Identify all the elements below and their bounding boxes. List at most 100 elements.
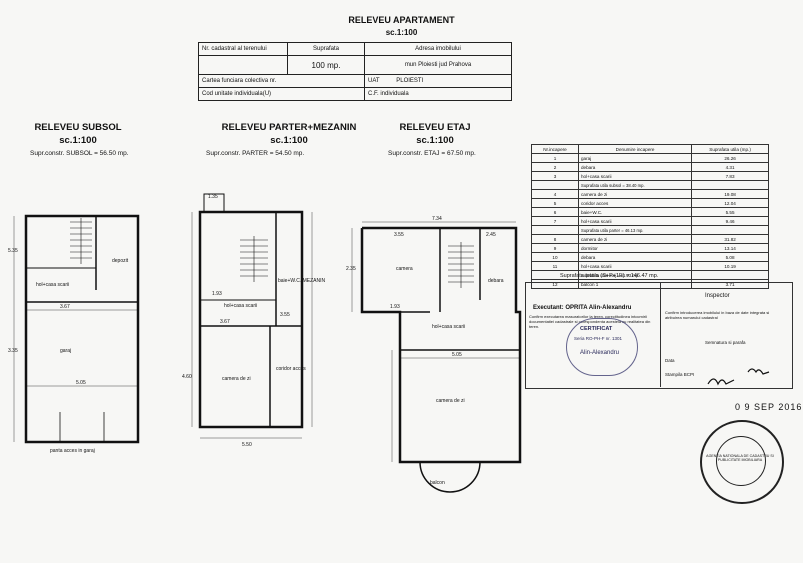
parter-dim-1: 1.35	[208, 194, 218, 200]
inspector-label: Inspector	[705, 293, 730, 299]
area-cell-denumire: dormitor	[577, 243, 693, 253]
area-header-suprafata: Suprafata utila (mp.)	[691, 144, 769, 154]
area-cell-denumire: debara	[577, 252, 693, 262]
area-cell-suprafata: 19.08	[691, 189, 769, 199]
area-header-denumire: Denumire incapere	[577, 144, 693, 154]
area-cell-denumire: hol+casa scarii	[577, 171, 693, 181]
area-cell-suprafata	[691, 180, 769, 190]
plan-etaj	[351, 221, 522, 493]
area-cell-nr: 1	[531, 153, 579, 163]
etaj-title: RELEVEU ETAJ	[399, 122, 471, 133]
area-cell-denumire: coridor acces	[577, 198, 693, 208]
stampila-label: Stampila BCPI	[665, 372, 695, 377]
area-cell-suprafata: 4.31	[691, 162, 769, 172]
etaj-area: Supr.constr. ETAJ = 67.50 mp.	[388, 150, 476, 157]
subsol-dim-2: 5.05	[76, 380, 86, 386]
seal-name: Alin-Alexandru	[580, 350, 620, 356]
uat-value: PLOIESTI	[396, 78, 424, 84]
cadastral-info-table: Nr. cadastral al terenului Suprafata Adr…	[198, 42, 512, 101]
certificat-seal	[566, 318, 638, 376]
inspector-text: Confirm introducerea imobilului in baza …	[665, 310, 770, 320]
parter-stairs	[240, 236, 268, 282]
subsol-title: RELEVEU SUBSOL	[34, 122, 122, 133]
plan-subsol	[13, 214, 140, 444]
area-cell-nr: 7	[531, 216, 579, 226]
etaj-room-zi: camera de zi	[436, 398, 465, 404]
signature-box	[525, 282, 793, 389]
subsol-room-garaj: garaj	[60, 348, 71, 354]
etaj-dim-2: 3.55	[394, 232, 404, 238]
subsol-room-depozit: depozit	[112, 258, 129, 264]
area-cell-suprafata: 7.83	[691, 171, 769, 181]
area-cell-suprafata: 31.82	[691, 234, 769, 244]
area-total: Suprafata totala (S+P+1E) = 146.47 mp.	[560, 273, 659, 279]
parter-room-hol: hol+casa scarii	[224, 303, 257, 309]
parter-room-baie: baie+W.C. MEZANIN	[278, 278, 325, 284]
document-scale: sc.1:100	[385, 28, 418, 37]
subsol-room-panta: panta acces in garaj	[50, 448, 95, 454]
etaj-dim-3: 2.45	[486, 232, 496, 238]
etaj-dim-1: 7.34	[432, 216, 442, 222]
suprafata-value: 100	[311, 60, 325, 70]
parter-dim-6: 3.55	[280, 312, 290, 318]
area-cell-suprafata	[691, 270, 769, 280]
area-cell-nr: 8	[531, 234, 579, 244]
area-cell-suprafata: 13.14	[691, 243, 769, 253]
signature-divider	[660, 282, 661, 387]
etaj-room-camera: camera	[396, 266, 413, 272]
area-cell-denumire: camera de zi	[577, 234, 693, 244]
etaj-room-debara: debara	[488, 278, 504, 284]
area-cell-suprafata: 12.04	[691, 198, 769, 208]
area-cell-nr: 11	[531, 261, 579, 271]
area-cell-denumire: garaj	[577, 153, 693, 163]
semnatura-label: Semnatura si parafa	[705, 340, 746, 345]
etaj-dim-4: 1.93	[390, 304, 400, 310]
etaj-stairs	[448, 242, 474, 288]
plan-parter	[191, 193, 313, 439]
area-cell-nr: 2	[531, 162, 579, 172]
subsol-room-hol: hol+casa scarii	[36, 282, 69, 288]
area-cell-denumire: balcon 1	[577, 279, 693, 289]
parter-dim-2: 4.60	[182, 374, 192, 380]
cf-label: C.F. individuala	[364, 87, 512, 101]
parter-dim-4: 3.67	[220, 319, 230, 325]
area-cell-suprafata: 5.08	[691, 252, 769, 262]
agency-seal	[700, 420, 784, 504]
area-cell-nr: 6	[531, 207, 579, 217]
area-cell-denumire: Suprafata utila parter = 46.13 mp.	[577, 225, 693, 235]
area-cell-suprafata	[691, 225, 769, 235]
etaj-room-hol: hol+casa scarii	[432, 324, 465, 330]
area-cell-nr: 5	[531, 198, 579, 208]
area-cell-nr: 9	[531, 243, 579, 253]
parter-scale: sc.1:100	[270, 135, 308, 146]
parter-room-zi: camera de zi	[222, 376, 251, 382]
subsol-dim-3: 3.35	[8, 348, 18, 354]
parter-title: RELEVEU PARTER+MEZANIN	[221, 122, 357, 133]
subsol-stairs	[70, 218, 92, 264]
area-header-nr: Nr.incapere	[531, 144, 579, 154]
agency-seal-inner	[716, 436, 766, 486]
etaj-dim-6: 2.35	[346, 266, 356, 272]
area-cell-nr: 10	[531, 252, 579, 262]
suprafata-unit: mp.	[327, 60, 341, 70]
parter-room-coridor: coridor acces	[276, 366, 306, 372]
seria-label: Seria RO-PH-F nr. 1301	[574, 336, 623, 341]
area-cell-nr: 3	[531, 171, 579, 181]
area-cell-suprafata: 3.71	[691, 279, 769, 289]
area-cell-suprafata: 9.46	[691, 216, 769, 226]
area-table-header: Nr.incapere Denumire incapere Suprafata …	[531, 144, 769, 154]
area-cell-nr	[531, 225, 579, 235]
area-cell-suprafata: 10.19	[691, 261, 769, 271]
date-stamp: 0 9 SEP 2016	[735, 402, 803, 412]
data-label: Data	[665, 358, 675, 363]
parter-dim-5: 5.50	[242, 442, 252, 448]
